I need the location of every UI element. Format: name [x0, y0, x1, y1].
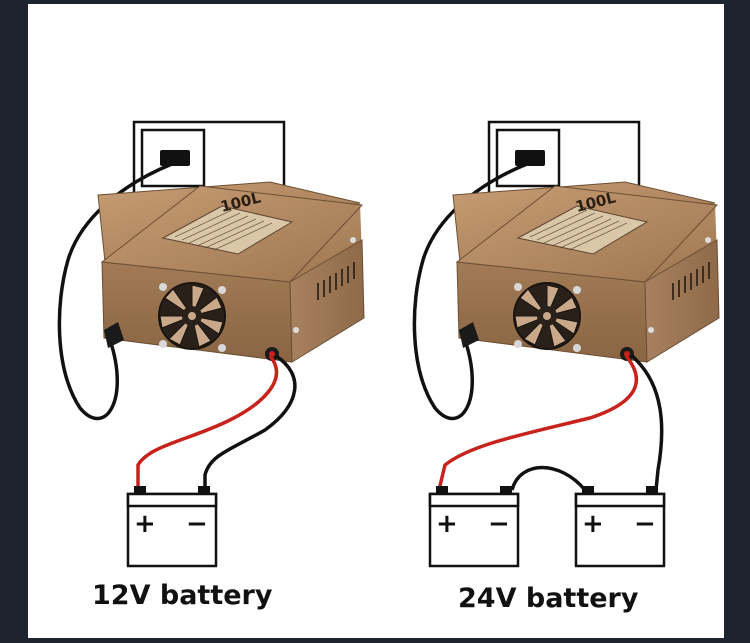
setup-12v: 100L + −: [57, 120, 365, 568]
battery-positive-sign: +: [582, 509, 604, 539]
battery-negative-sign: −: [634, 509, 656, 539]
negative-wire: [203, 354, 297, 494]
positive-wire: [136, 354, 279, 494]
series-jumper-wire: [510, 465, 587, 492]
positive-wire: [436, 354, 639, 495]
caption-24v-battery: 24V battery: [458, 583, 639, 614]
setup-24v: 100L + − + −: [412, 120, 720, 568]
battery-positive-sign: +: [134, 509, 156, 539]
battery-negative-sign: −: [488, 509, 510, 539]
negative-wire: [630, 354, 664, 491]
battery-negative-sign: −: [186, 509, 208, 539]
caption-12v-battery: 12V battery: [92, 580, 273, 611]
battery-positive-sign: +: [436, 509, 458, 539]
